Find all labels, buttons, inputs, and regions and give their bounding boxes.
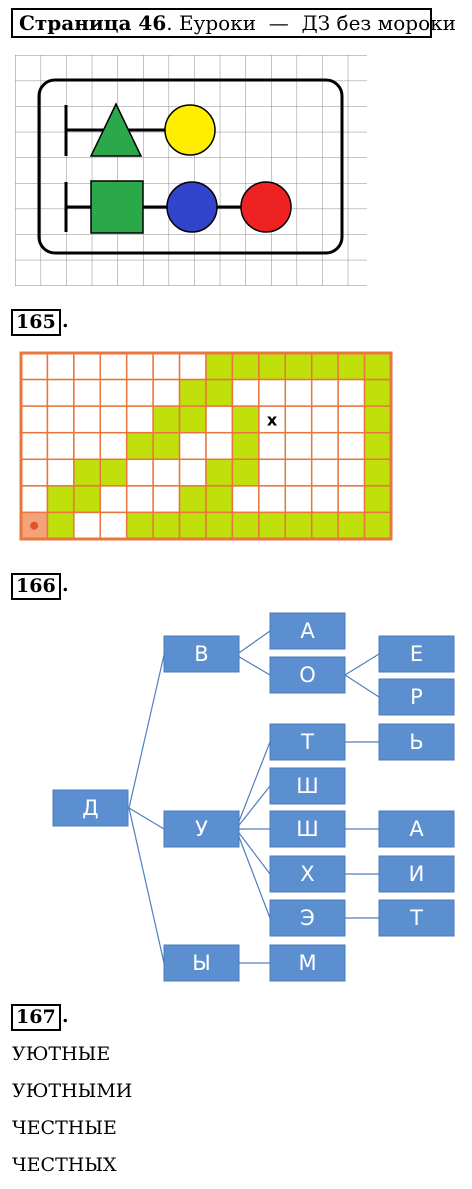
tree-box-r	[378, 678, 455, 716]
header-subtitle: . Еуроки — ДЗ без мороки	[166, 11, 456, 35]
grid-border	[19, 351, 393, 541]
tree-letter-h: Х	[300, 862, 314, 886]
grid-cell	[152, 511, 181, 540]
answer-word-1: УЮТНЫЕ	[12, 1043, 111, 1065]
green-square	[90, 180, 144, 234]
tree-letter-sh1: Ш	[296, 774, 318, 798]
answer-word-3: ЧЕСТНЫЕ	[12, 1117, 117, 1139]
tree-box-y	[163, 944, 240, 982]
tree-letter-t1: Т	[300, 730, 314, 754]
tree-letter-ee: Э	[300, 906, 315, 930]
tree-box-a1	[269, 612, 346, 650]
grid-cell	[178, 378, 207, 407]
exercise-167-number: 167	[11, 1004, 61, 1031]
tree-box-ee	[269, 899, 346, 937]
exercise-165-number: 165	[11, 309, 61, 336]
tree-letter-i: И	[409, 862, 425, 886]
grid-cell	[20, 352, 49, 381]
tree-connectors	[128, 630, 380, 964]
grid-cell	[20, 405, 49, 434]
tree-box-e	[378, 635, 455, 673]
tree-letter-sh2: Ш	[296, 817, 318, 841]
tree-letter-a2: А	[409, 817, 424, 841]
grid-cell	[125, 378, 154, 407]
grid-cell	[337, 378, 366, 407]
tree-box-t2	[378, 899, 455, 937]
tree-letter-u: У	[195, 817, 208, 841]
grid-cell	[258, 405, 287, 434]
graph-paper	[15, 55, 367, 286]
tree-box-m	[269, 944, 346, 982]
tree-letter-d: Д	[82, 796, 98, 820]
tree-box-i	[378, 855, 455, 893]
grid-cell	[363, 458, 392, 487]
grid-cell	[231, 485, 260, 514]
tree-letter-y: Ы	[192, 951, 211, 975]
grid-cell	[310, 431, 339, 461]
tree-letter-e: Е	[410, 642, 423, 666]
grid-cell	[73, 405, 102, 434]
tree-box-v	[163, 635, 240, 673]
grid-cell	[337, 511, 366, 540]
grid-cell	[46, 431, 75, 461]
tree-box-sh1	[269, 767, 346, 805]
tree-box-d	[52, 789, 129, 827]
grid-cell	[125, 405, 154, 434]
page-header: Страница 46. Еуроки — ДЗ без мороки	[11, 8, 456, 38]
page-label: Страница 46	[19, 11, 167, 35]
tree-letter-o: О	[299, 663, 316, 687]
blue-circle	[166, 181, 218, 233]
grid-cell	[178, 431, 207, 461]
grid-cell	[284, 431, 313, 461]
tree-box-sh2	[269, 810, 346, 848]
grid-cell	[20, 431, 49, 461]
grid-cell	[205, 405, 234, 434]
tree-box-u	[163, 810, 240, 848]
exercise-166-number: 166	[11, 573, 61, 600]
yellow-circle	[164, 104, 216, 156]
tree-box-h	[269, 855, 346, 893]
grid-cell	[73, 431, 102, 461]
tree-box-o	[269, 656, 346, 694]
answer-word-4: ЧЕСТНЫХ	[12, 1154, 117, 1176]
tree-letter-a1: А	[300, 619, 315, 643]
answer-word-2: УЮТНЫМИ	[12, 1080, 133, 1102]
grid-cell	[99, 352, 128, 381]
grid-cell	[363, 485, 392, 514]
tree-letter-soft: Ь	[409, 730, 423, 754]
grid-cell	[258, 431, 287, 461]
rounded-frame	[37, 78, 344, 255]
grid-cell	[99, 511, 128, 540]
grid-cell	[337, 405, 366, 434]
x-mark: x	[267, 410, 278, 429]
start-dot	[30, 521, 39, 530]
red-circle	[240, 181, 292, 233]
grid-cell	[363, 352, 392, 381]
grid-cell	[73, 458, 102, 487]
grid-cell	[125, 352, 154, 381]
tree-box-t1	[269, 723, 346, 761]
tree-letter-v: В	[194, 642, 208, 666]
tree-box-soft	[378, 723, 455, 761]
tree-box-a2	[378, 810, 455, 848]
tree-letter-t2: Т	[409, 906, 423, 930]
tree-letter-r: Р	[410, 685, 423, 709]
grid-cell	[99, 378, 128, 407]
grid-cell	[363, 511, 392, 540]
tree-letter-m: М	[298, 951, 316, 975]
green-triangle	[89, 102, 143, 157]
